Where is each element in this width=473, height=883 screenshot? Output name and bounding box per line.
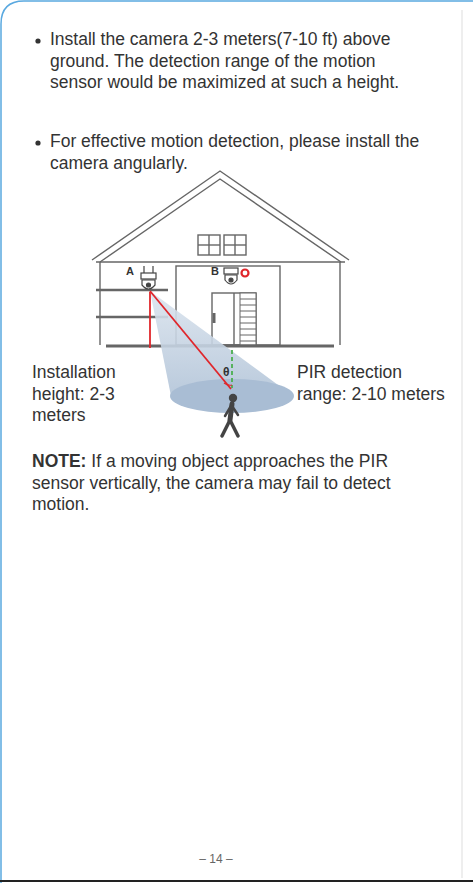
stair-step: [240, 317, 256, 318]
stair-step: [240, 335, 256, 336]
range-label: PIR detection range: 2-10 meters: [297, 362, 447, 405]
person: [222, 394, 238, 436]
bullet: [35, 140, 40, 145]
stairs: [240, 293, 256, 345]
sight-line: [150, 291, 231, 389]
stair-step: [240, 329, 256, 330]
stair-step: [240, 311, 256, 312]
stair-step: [240, 323, 256, 324]
camera-label: B: [211, 265, 219, 277]
note-heading: NOTE:: [32, 451, 86, 471]
height-label: Installation height: 2-3 meters: [32, 362, 150, 427]
instruction-text: Install the camera 2-3 meters(7-10 ft) a…: [50, 29, 428, 94]
house: [92, 171, 349, 345]
camera-a: [141, 266, 156, 289]
camera-b: [224, 268, 238, 284]
instruction-text: For effective motion detection, please i…: [50, 131, 428, 174]
stair-step: [240, 305, 256, 306]
height-line: [149, 292, 151, 348]
page-number: – 14 –: [176, 852, 256, 866]
page-edge: [462, 10, 463, 878]
angle-arc: [224, 383, 232, 385]
vertical-reference: [231, 350, 233, 388]
bullet: [35, 38, 40, 43]
stair-step: [240, 341, 256, 342]
stair-step: [240, 299, 256, 300]
stair-steps: [240, 299, 256, 341]
wrong-mark: [242, 270, 249, 277]
page-bottom: [0, 880, 473, 882]
note-paragraph: NOTE:If a moving object approaches the P…: [32, 451, 427, 516]
angle-symbol: θ: [223, 366, 230, 379]
camera-label: A: [126, 265, 134, 277]
